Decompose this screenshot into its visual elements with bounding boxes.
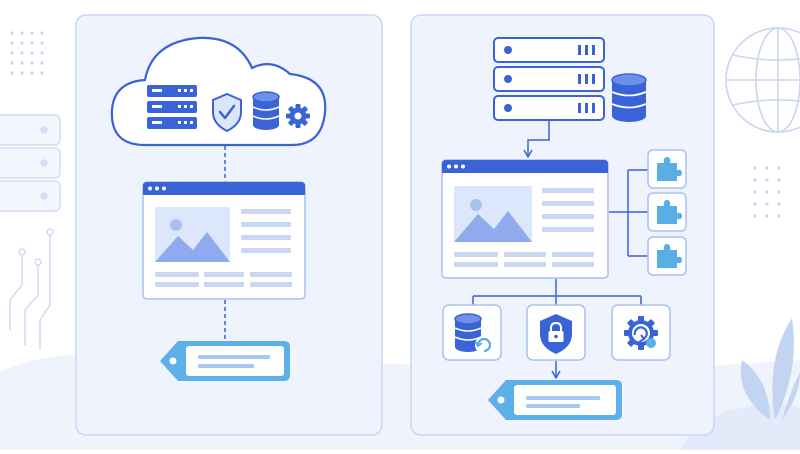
left-browser-window (142, 181, 306, 300)
tag-icon (160, 341, 290, 381)
service-box-automation (611, 304, 671, 361)
database-icon (252, 91, 280, 130)
right-panel (410, 14, 715, 436)
server-rack-icon (493, 37, 605, 121)
leaves-decor (740, 318, 800, 420)
connector-plugins (609, 169, 648, 257)
plugin-box-1 (647, 149, 687, 189)
service-box-database (442, 304, 502, 361)
connector-services (472, 279, 642, 305)
puzzle-icon (657, 244, 682, 268)
side-database-icon (611, 73, 647, 122)
shield-check-icon (212, 92, 242, 133)
plugin-box-3 (647, 236, 687, 276)
tag-icon (488, 380, 622, 420)
plugin-box-2 (647, 192, 687, 232)
cloud-server-icon (147, 85, 197, 129)
puzzle-icon (657, 200, 682, 224)
image-placeholder-icon (155, 207, 230, 262)
dot-grid-right (753, 166, 781, 218)
dot-grid-left (10, 31, 44, 75)
connector-security-tag (551, 361, 561, 379)
service-box-security (526, 304, 586, 361)
puzzle-icon (657, 157, 682, 181)
gear-icon (286, 104, 310, 128)
window-text-lines (454, 188, 594, 267)
window-text-lines (155, 209, 292, 287)
shield-lock-icon (540, 314, 572, 354)
left-panel (75, 14, 383, 436)
faded-server-icon (0, 114, 61, 212)
right-browser-window (441, 159, 609, 279)
bottom-right-hill (680, 404, 800, 450)
circuit-lines-decor (9, 228, 54, 350)
connector-server-window (523, 121, 550, 158)
image-placeholder-icon (454, 186, 532, 242)
gear-refresh-icon (624, 316, 658, 350)
database-sync-icon (454, 313, 493, 354)
globe-icon (725, 27, 800, 133)
